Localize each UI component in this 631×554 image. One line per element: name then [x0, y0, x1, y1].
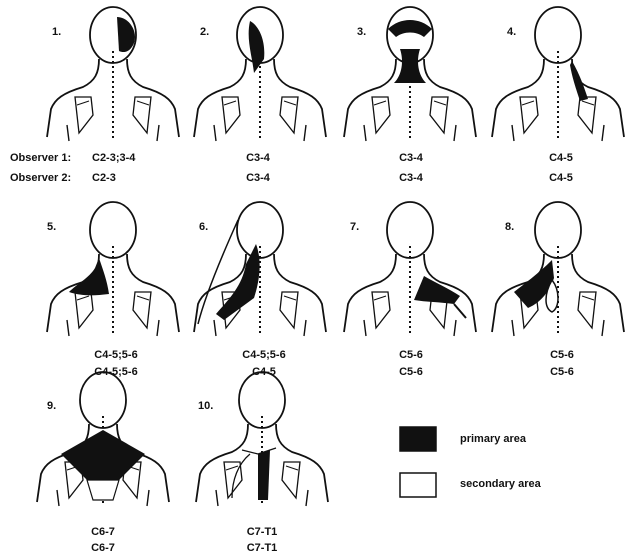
panel-7-observer-1-value: C5-6	[399, 349, 423, 361]
diagram-panel-2	[194, 7, 326, 141]
panel-1-observer-1-value: C2-3;3-4	[92, 152, 135, 164]
panel-8-observer-2-value: C5-6	[550, 366, 574, 378]
panel-3-observer-2-value: C3-4	[399, 172, 423, 184]
panel-6-observer-2-value: C4-5	[252, 366, 276, 378]
secondary-area	[87, 480, 119, 500]
observer-2-label: Observer 2:	[10, 172, 71, 184]
diagram-panel-6	[194, 202, 326, 336]
panel-number: 7.	[350, 221, 359, 233]
panel-10-observer-2-value: C7-T1	[247, 542, 278, 554]
panel-number: 2.	[200, 26, 209, 38]
diagram-panel-5	[47, 202, 179, 336]
panel-6-observer-1-value: C4-5;5-6	[242, 349, 285, 361]
legend-primary-swatch	[400, 427, 436, 451]
panel-1-observer-2-value: C2-3	[92, 172, 116, 184]
panel-number: 10.	[198, 400, 213, 412]
panel-7-observer-2-value: C5-6	[399, 366, 423, 378]
panel-8-observer-1-value: C5-6	[550, 349, 574, 361]
panel-number: 4.	[507, 26, 516, 38]
panel-number: 6.	[199, 221, 208, 233]
panel-9-observer-1-value: C6-7	[91, 526, 115, 538]
panel-5-observer-2-value: C4-5;5-6	[94, 366, 137, 378]
diagram-panel-9	[37, 372, 169, 506]
observer-1-label: Observer 1:	[10, 152, 71, 164]
legend-primary-label: primary area	[460, 433, 526, 445]
panel-number: 3.	[357, 26, 366, 38]
diagram-panel-10	[196, 372, 328, 506]
panel-4-observer-1-value: C4-5	[549, 152, 573, 164]
legend-secondary-label: secondary area	[460, 478, 541, 490]
diagram-panel-7	[344, 202, 476, 336]
panel-2-observer-2-value: C3-4	[246, 172, 270, 184]
legend-secondary-swatch	[400, 473, 436, 497]
primary-area	[258, 450, 270, 500]
panel-number: 5.	[47, 221, 56, 233]
primary-area	[570, 61, 588, 101]
panel-number: 9.	[47, 400, 56, 412]
panel-3-observer-1-value: C3-4	[399, 152, 423, 164]
diagram-panel-1	[47, 7, 179, 141]
panel-4-observer-2-value: C4-5	[549, 172, 573, 184]
panel-number: 8.	[505, 221, 514, 233]
panel-number: 1.	[52, 26, 61, 38]
primary-area	[69, 258, 109, 295]
panel-10-observer-1-value: C7-T1	[247, 526, 278, 538]
panel-9-observer-2-value: C6-7	[91, 542, 115, 554]
panel-2-observer-1-value: C3-4	[246, 152, 270, 164]
panel-5-observer-1-value: C4-5;5-6	[94, 349, 137, 361]
